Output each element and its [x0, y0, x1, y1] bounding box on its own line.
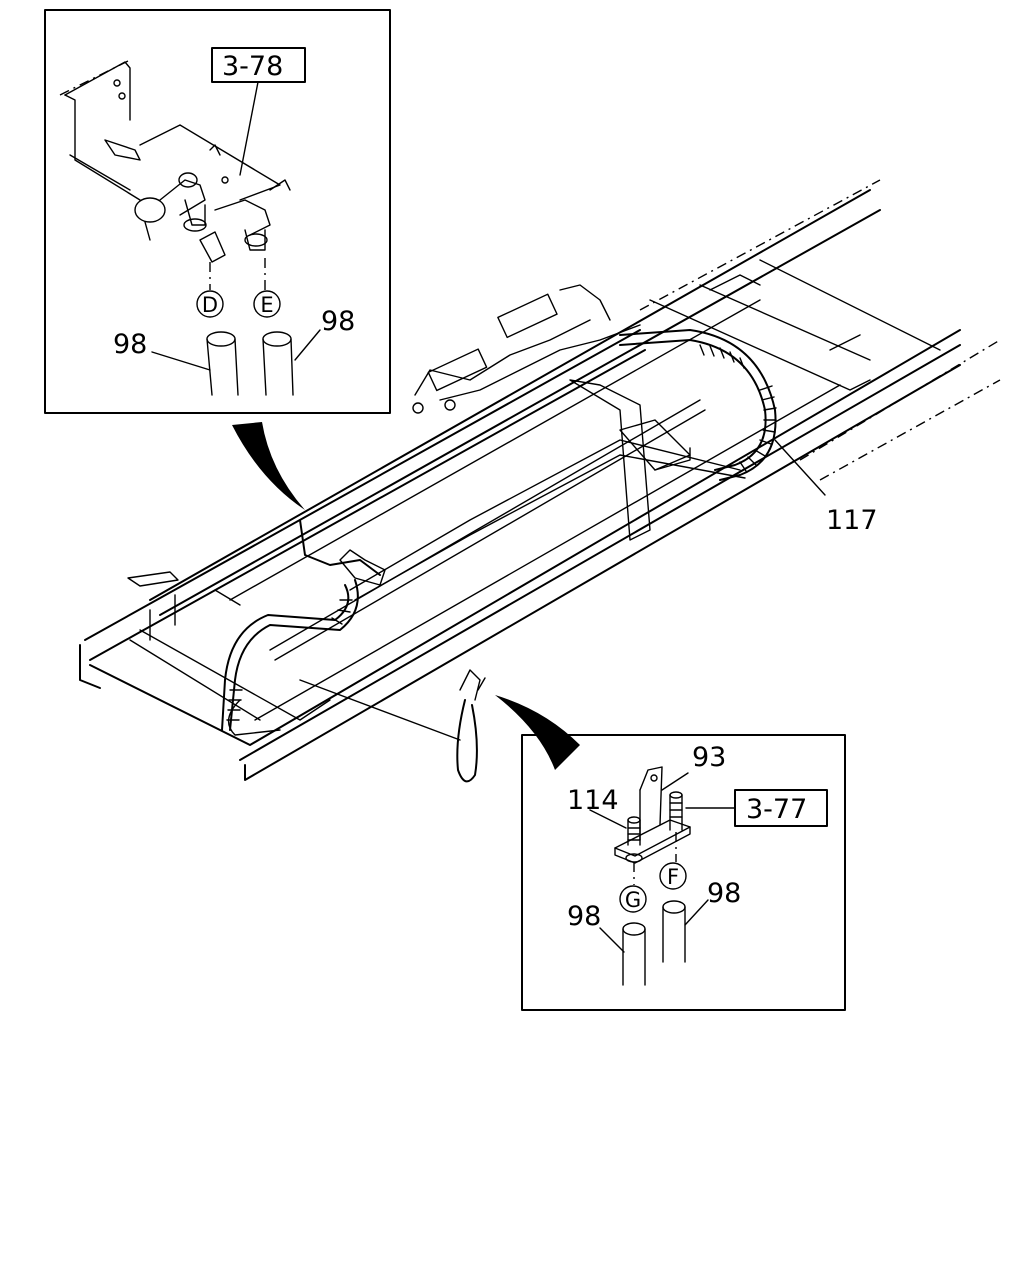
ref-box-3-77 [734, 789, 828, 827]
front-hose [221, 519, 386, 731]
chassis-frame [79, 179, 1001, 781]
callout-98-bottom-left: 98 [567, 901, 601, 932]
connector-d [196, 290, 224, 318]
arrow-top-inset [232, 422, 305, 510]
inset-top: 3-78 D E 98 98 [44, 9, 391, 414]
inset-top-frame [44, 9, 391, 414]
ref-box-3-78 [211, 47, 306, 83]
connector-f [659, 862, 687, 890]
ref-label-3-77: 3-77 [746, 794, 807, 825]
connector-d-label: D [202, 293, 218, 317]
connector-e-label: E [260, 293, 273, 317]
connector-g [619, 885, 647, 913]
connector-g-label: G [625, 888, 641, 912]
hose-loop [456, 669, 486, 783]
connector-f-label: F [667, 865, 679, 889]
callout-117: 117 [826, 505, 878, 536]
callout-98-right: 98 [321, 306, 355, 337]
inset-top-pipe-left [206, 331, 239, 396]
inset-bottom-pipe-left [622, 922, 646, 986]
brake-pipes [227, 399, 746, 741]
callout-114: 114 [567, 785, 619, 816]
callout-93: 93 [692, 742, 726, 773]
valve-assembly [412, 284, 641, 414]
callout-98-bottom-right: 98 [707, 878, 741, 909]
connector-e [253, 290, 281, 318]
hose-117 [619, 329, 777, 481]
arrow-bottom-inset [495, 695, 580, 770]
inset-bottom-pipe-right [662, 900, 686, 963]
leader-117 [774, 439, 826, 496]
inset-bottom-frame [521, 734, 846, 1011]
inset-bottom: 93 114 3-77 F G 98 98 [521, 734, 846, 1011]
callout-98-left: 98 [113, 329, 147, 360]
ref-label-3-78: 3-78 [222, 51, 283, 82]
inset-top-pipe-right [262, 331, 294, 396]
